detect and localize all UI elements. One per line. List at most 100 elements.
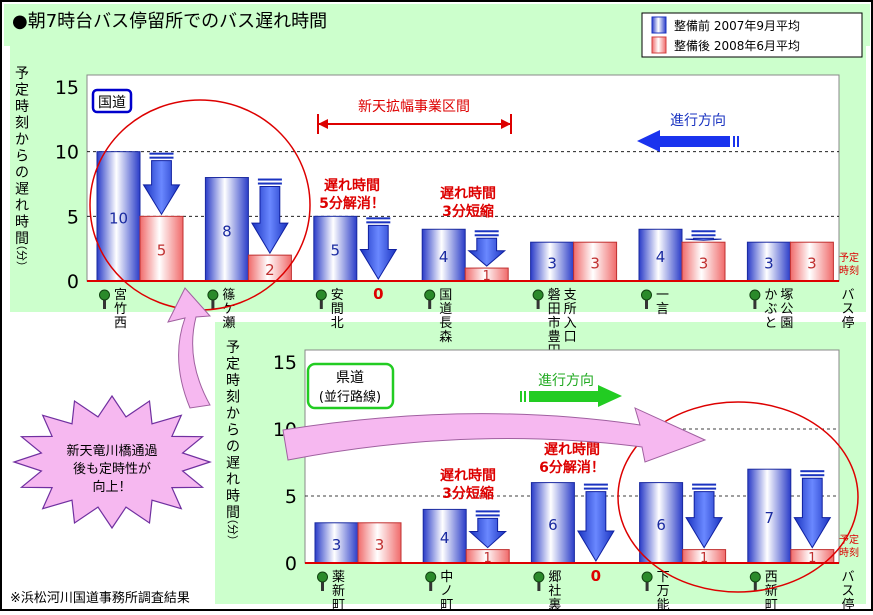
direction-arrow xyxy=(637,130,730,152)
y-axis-label-char: ら xyxy=(15,149,29,165)
bus-stop-pole xyxy=(753,577,757,591)
y-axis-label-char: 予 xyxy=(226,340,240,356)
bus-stop-icon xyxy=(207,289,219,309)
national-road-chart: 051015予定時刻からの遅れ時間（分）105宮竹西82篠ケ瀬50安間北41国道… xyxy=(15,66,859,359)
y-axis-label-char: ら xyxy=(226,423,240,439)
category-label-char: 口 xyxy=(564,330,577,345)
bus-stop-icon xyxy=(533,571,545,591)
bus-stop-icon xyxy=(317,571,328,591)
bus-stop-sign xyxy=(207,289,219,301)
bar-after-value: 1 xyxy=(700,551,708,566)
reduction-arrow xyxy=(251,186,289,255)
bus-stop-sign xyxy=(424,289,436,301)
reduction-arrow xyxy=(467,237,507,267)
direction-label: 進行方向 xyxy=(670,113,726,129)
y-axis-label-char: 刻 xyxy=(15,116,29,132)
bus-stop-icon xyxy=(641,571,653,591)
bus-stop-pole xyxy=(211,295,215,309)
y-tick-label: 15 xyxy=(273,352,297,374)
y-tick-label: 5 xyxy=(285,486,297,508)
arrow-stripe xyxy=(366,221,391,224)
bar-before-value: 6 xyxy=(656,516,666,534)
bar-after-value: 3 xyxy=(807,255,817,273)
bar-after-value: 0 xyxy=(373,285,383,303)
bus-stop-sign xyxy=(532,289,544,301)
bus-stop-pole xyxy=(645,295,648,309)
y-tick-label: 0 xyxy=(285,553,297,575)
category-label-char: 森 xyxy=(439,330,452,345)
bus-stop-sign xyxy=(641,571,653,583)
category-label-char: 間 xyxy=(331,302,344,317)
y-axis-label-char: 時 xyxy=(226,489,240,505)
bar-before-value: 8 xyxy=(222,222,232,240)
annotation-line: 遅れ時間 xyxy=(440,467,496,484)
category-label-char: 瀬 xyxy=(222,316,235,331)
category-label-char: 道 xyxy=(439,302,452,317)
y-tick-label: 15 xyxy=(55,77,79,99)
annotation-line: 3分短縮 xyxy=(442,203,494,220)
bus-stop-pole xyxy=(321,577,324,591)
bus-stop-axis-label-char: ス xyxy=(841,584,854,599)
arrow-stripe xyxy=(366,217,391,220)
category-label-char: ノ xyxy=(440,584,453,599)
category-label-char: 西 xyxy=(765,570,778,585)
bar-before xyxy=(530,482,575,564)
y-axis-label-char: 時 xyxy=(15,215,29,231)
category-label-char: 町 xyxy=(765,598,778,611)
bus-stop-sign xyxy=(641,289,652,301)
y-axis-label-char: の xyxy=(15,165,29,181)
bar-before xyxy=(422,508,467,564)
bus-stop-sign xyxy=(99,289,110,301)
section-label: 新天拡幅事業区間 xyxy=(358,99,470,115)
arrow-stripe xyxy=(475,510,500,513)
arrow-stripe xyxy=(800,474,825,477)
bus-stop-pole xyxy=(319,295,323,309)
direction-arrow-stripe xyxy=(737,136,739,147)
y-tick-label: 5 xyxy=(67,206,79,228)
bus-stop-icon xyxy=(315,289,327,309)
category-label-char: 町 xyxy=(332,598,345,611)
bar-before xyxy=(313,215,358,282)
bar-before-value: 3 xyxy=(547,255,557,273)
arrow-stripe xyxy=(475,514,500,517)
category-label-char: 新 xyxy=(765,583,778,599)
y-axis-label-char: 時 xyxy=(226,373,240,389)
prefectural-road-chart: 051015予定時刻からの遅れ時間（分）33薬新町41中ノ町60郷社裏61下万能… xyxy=(226,340,859,613)
bus-stop-icon xyxy=(749,289,761,309)
bus-stop-sign xyxy=(317,571,328,583)
annotation-line: 5分解消！ xyxy=(319,195,385,212)
route-label-sub: (並行路線) xyxy=(319,389,381,405)
category-label-char: 町 xyxy=(440,598,453,611)
category-label-char: 所 xyxy=(564,302,577,317)
bar-after-value: 3 xyxy=(590,255,600,273)
route-label-box xyxy=(91,88,133,114)
y-axis-label-char: 刻 xyxy=(226,390,240,406)
category-label-char: と xyxy=(764,316,777,331)
arrow-stripe xyxy=(800,470,825,473)
speech-line-2: 後も定時性が xyxy=(73,462,151,477)
y-axis-label-char: 予 xyxy=(15,66,29,82)
annotation-line: 遅れ時間 xyxy=(440,185,496,202)
bus-stop-icon xyxy=(99,289,110,309)
bar-after-value: 0 xyxy=(591,567,601,585)
bar-before xyxy=(747,468,792,564)
arrow-stripe xyxy=(474,230,499,233)
speech-line-3: 向上！ xyxy=(92,479,131,495)
bar-after-value: 1 xyxy=(484,551,492,566)
bar-before xyxy=(746,241,791,282)
category-label-char: 中 xyxy=(440,570,453,585)
bus-stop-pole xyxy=(536,295,540,309)
y-axis-label-char: の xyxy=(226,439,240,455)
bar-after-value: 1 xyxy=(483,269,491,284)
category-label-char: 裏 xyxy=(548,598,561,611)
bus-stop-sign xyxy=(315,289,327,301)
legend: 整備前 2007年9月平均 整備後 2008年6月平均 xyxy=(641,12,863,58)
page-title: ●朝7時台バス停留所でのバス遅れ時間 xyxy=(12,11,327,32)
bar-before-value: 5 xyxy=(331,242,341,260)
legend-swatch-before xyxy=(651,16,667,34)
category-label-char: 豊 xyxy=(548,330,561,345)
category-label-char: ぶ xyxy=(764,302,777,317)
category-label-char: 下 xyxy=(657,570,670,585)
bus-stop-pole xyxy=(103,295,106,309)
